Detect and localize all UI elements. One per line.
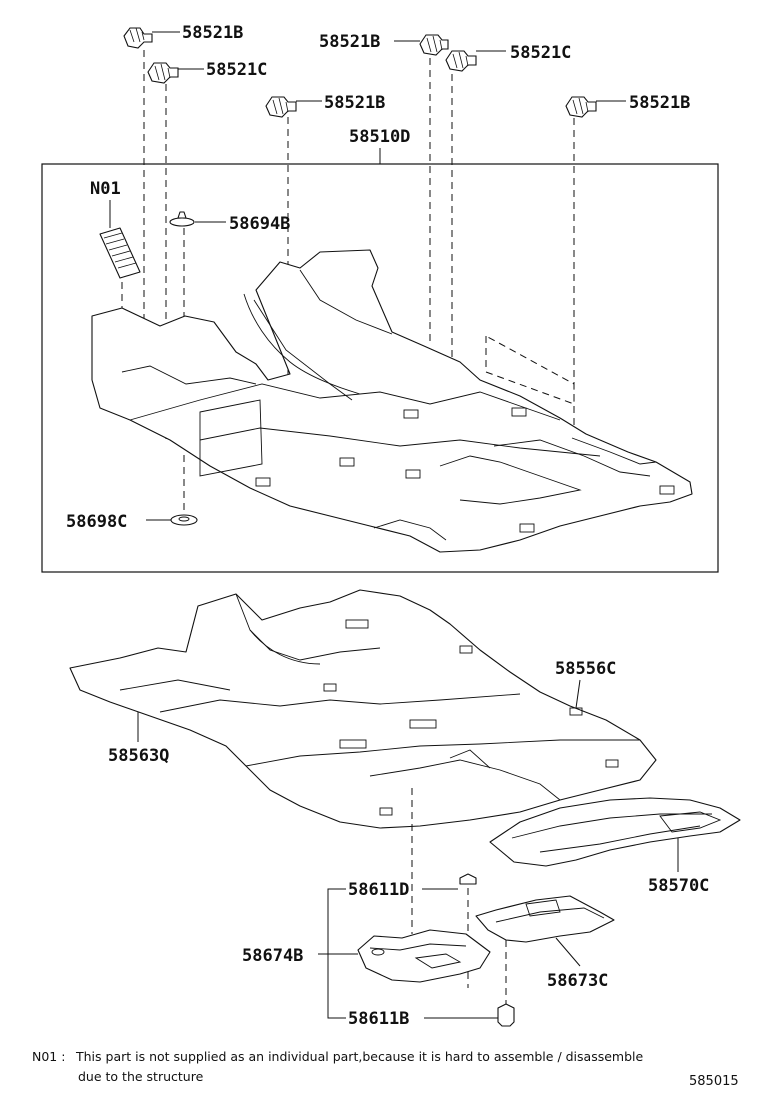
part-label-58521b-4: 58521B: [629, 93, 690, 113]
clip-58521c-top-right: [445, 50, 506, 72]
floor-silencer-58563q: [69, 589, 657, 829]
part-label-58563q: 58563Q: [108, 746, 169, 766]
part-label-58694b: 58694B: [229, 214, 290, 234]
part-label-58673c: 58673C: [547, 971, 608, 991]
clip-58521b-top-middle: [394, 34, 449, 56]
footnote-line-1: This part is not supplied as an individu…: [76, 1049, 644, 1064]
part-label-58521c-2: 58521C: [510, 43, 571, 63]
part-label-58698c: 58698C: [66, 512, 127, 532]
fastener-58698c: [146, 455, 198, 526]
illustration-number: 585015: [689, 1074, 739, 1089]
screw-58611b: [424, 1003, 515, 1027]
floor-carpet-frame: [41, 163, 719, 573]
bracket-58674b: [318, 929, 491, 983]
rear-silencer-58570c: [489, 797, 741, 867]
n01-pad: [99, 227, 141, 279]
part-label-58521b-1: 58521B: [182, 23, 243, 43]
part-label-58611b: 58611B: [348, 1009, 409, 1029]
clip-58521b-right: [565, 96, 626, 118]
part-label-n01: N01: [90, 179, 121, 199]
part-label-58521b-3: 58521B: [324, 93, 385, 113]
part-label-58510d: 58510D: [349, 127, 410, 147]
part-label-58674b: 58674B: [242, 946, 303, 966]
fastener-58694b: [169, 211, 226, 440]
bracket-58673c: [475, 895, 615, 967]
footnote-code: N01 :: [32, 1049, 66, 1064]
clip-58521b-middle: [265, 96, 322, 118]
silencer-pad-leader: [575, 679, 581, 709]
part-label-58521c-1: 58521C: [206, 60, 267, 80]
footnote-line-2: due to the structure: [78, 1069, 204, 1084]
clip-58521c-top-left: [147, 62, 204, 84]
floor-carpet-58510d: [91, 249, 693, 553]
footnote: N01 : This part is not supplied as an ind…: [32, 1047, 732, 1087]
part-label-58570c: 58570C: [648, 876, 709, 896]
clip-58521b-top-left: [123, 27, 180, 49]
part-label-58556c: 58556C: [555, 659, 616, 679]
part-label-58521b-2: 58521B: [319, 32, 380, 52]
part-label-58611d: 58611D: [348, 880, 409, 900]
